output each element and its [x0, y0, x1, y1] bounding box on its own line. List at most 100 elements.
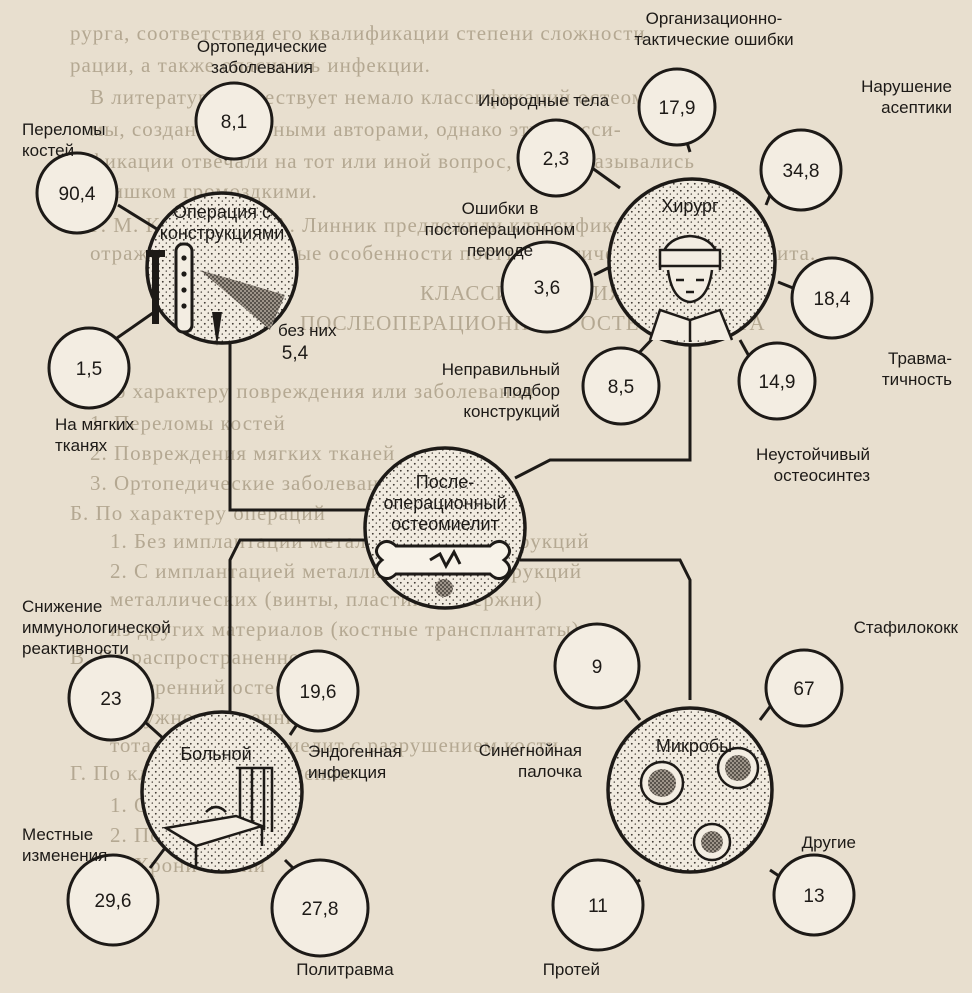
wedge-shape	[200, 270, 285, 330]
leaf-value: 14,9	[759, 372, 796, 393]
leaf-circle	[790, 256, 874, 340]
leaf-value: 19,6	[300, 682, 337, 703]
leaf-label: Другие	[802, 833, 856, 852]
edge-microbes-pseudomonas	[623, 699, 642, 721]
background-text-line: А. По характеру повреждения или заболева…	[70, 379, 534, 403]
leaf-circle	[66, 853, 160, 947]
background-text-line: В литературе существует немало классифик…	[90, 85, 713, 109]
hub-microbes: Микробы	[606, 706, 774, 874]
leaf-other: 13 Другие	[772, 833, 856, 937]
leaf-circle	[270, 858, 370, 958]
background-text-line: 1. Переломы костей	[90, 411, 286, 435]
leaf-label: без них	[278, 321, 337, 340]
surgeon-hub-label: Хирург	[661, 196, 719, 216]
leaf-staph: 67 Стафилококк	[764, 618, 959, 728]
leaf-circle	[276, 649, 360, 733]
leaf-circle	[67, 654, 155, 742]
leaf-without: 5,4 без них	[278, 321, 337, 364]
leaf-circle	[764, 648, 844, 728]
leaf-circle	[772, 853, 856, 937]
implant-plate-icon	[174, 242, 194, 334]
leaf-label: Политравма	[296, 960, 394, 979]
leaf-value: 2,3	[543, 149, 569, 170]
leaf-circle	[194, 81, 274, 161]
leaf-circle	[553, 622, 641, 710]
bone-icon	[375, 539, 511, 597]
hub-surgeon: Хирург	[607, 177, 777, 347]
leaf-circle	[637, 67, 717, 147]
leaf-value: 8,5	[608, 377, 634, 398]
leaf-value: 34,8	[783, 161, 820, 182]
edge-surgeon-center	[514, 344, 692, 480]
background-text-line: рурга, соответствия его квалификации сте…	[70, 21, 646, 45]
background-text-line: фикации отвечали на тот или иной вопрос,…	[90, 149, 695, 173]
leaf-value: 23	[100, 689, 121, 710]
leaf-value: 18,4	[814, 289, 851, 310]
edge-center-patient	[228, 538, 380, 720]
leaf-circle	[500, 240, 594, 334]
leaf-circle	[581, 346, 661, 426]
leaf-label: Стафилококк	[854, 618, 959, 637]
background-text-line: 3. Ортопедические заболевания	[90, 471, 402, 495]
microbe-colony-icon	[639, 746, 760, 862]
leaf-label: Травма-тичность	[882, 349, 952, 389]
leaf-circle	[759, 128, 843, 212]
edge-patient-local	[148, 847, 167, 869]
leaf-label: Организационно-тактические ошибки	[634, 9, 793, 49]
patient-circle	[140, 710, 304, 874]
implant-screw-icon	[146, 250, 165, 324]
background-text-line: Б. По характеру операций	[70, 501, 326, 525]
leaf-value: 5,4	[282, 343, 309, 364]
leaf-value: 67	[793, 679, 814, 700]
leaf-value: 29,6	[95, 891, 132, 912]
background-text-line: из других материалов (костные трансплант…	[110, 617, 580, 641]
leaf-circle	[551, 858, 645, 952]
leaf-value: 17,9	[659, 98, 696, 119]
connector-lines	[116, 132, 799, 892]
patient-hub-label: Больной	[180, 744, 251, 764]
leaf-circle	[47, 326, 131, 410]
implant-nail-icon	[212, 312, 222, 346]
background-text-line: рации, а также опасность инфекции.	[70, 53, 431, 77]
edge-center-microbes	[520, 558, 692, 700]
surgeon-figure-icon	[648, 234, 734, 342]
leaf-value: 13	[803, 886, 824, 907]
leaf-value: 90,4	[59, 184, 96, 205]
leaf-label: Протей	[543, 960, 600, 979]
edge-operation-center	[228, 340, 368, 512]
leaf-value: 3,6	[534, 278, 560, 299]
microbes-circle	[606, 706, 774, 874]
background-text-line: 2. Повреждения мягких тканей	[90, 441, 395, 465]
leaf-value: 1,5	[76, 359, 102, 380]
